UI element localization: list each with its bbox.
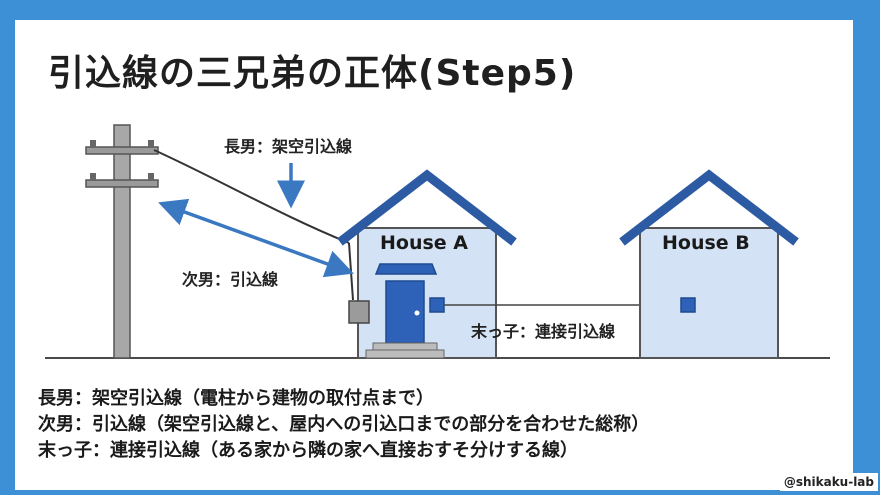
youngest-label: 末っ子：連接引込線	[471, 322, 616, 341]
house-a-label: House A	[380, 232, 468, 254]
house-a	[337, 169, 517, 359]
overhead-wire	[153, 149, 350, 244]
house-b	[619, 169, 799, 359]
entrance-wire	[348, 242, 354, 301]
summary-item-eldest: 長男：架空引込線（電柱から建物の取付点まで）	[38, 388, 434, 409]
second-double-arrow	[158, 198, 354, 278]
summary-item-youngest: 末っ子：連接引込線（ある家から隣の家へ直接おすそ分けする線）	[38, 440, 578, 461]
second-label: 次男：引込線	[182, 270, 279, 289]
summary-list: 長男：架空引込線（電柱から建物の取付点まで） 次男：引込線（架空引込線と、屋内へ…	[38, 386, 649, 464]
credit-watermark: @shikaku-lab	[779, 473, 878, 491]
summary-item-second: 次男：引込線（架空引込線と、屋内への引込口までの部分を合わせた総称）	[38, 414, 650, 435]
utility-pole	[85, 124, 159, 359]
eldest-label: 長男：架空引込線	[224, 137, 353, 156]
house-b-label: House B	[662, 232, 750, 254]
page-title: 引込線の三兄弟の正体(Step5)	[48, 53, 577, 94]
